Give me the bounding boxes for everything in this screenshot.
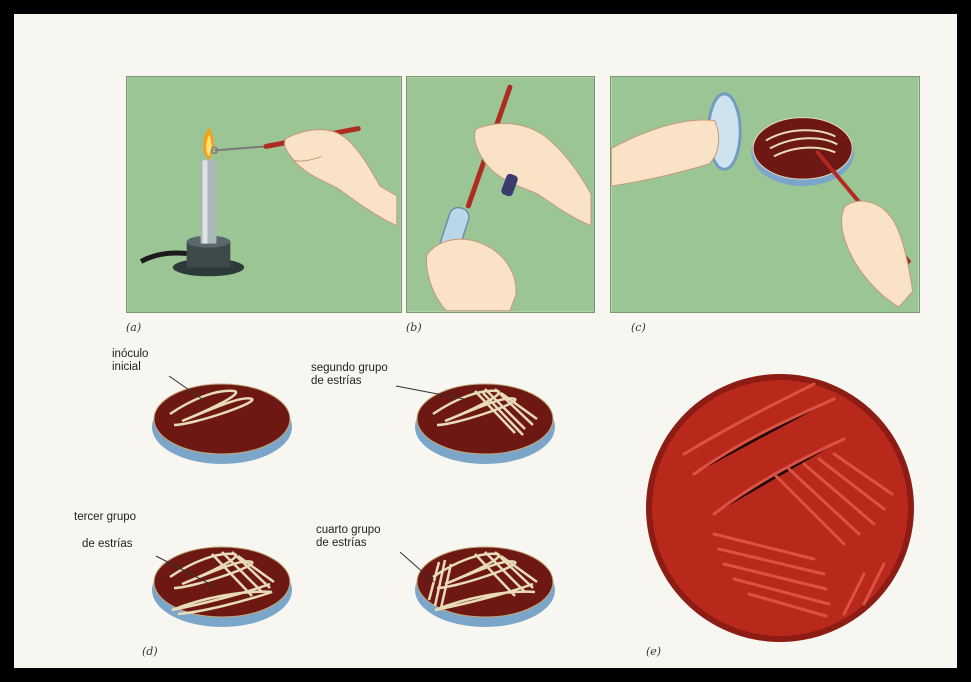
- plate-tercer-grupo: [152, 547, 292, 627]
- label-tercer-line1: tercer grupo: [74, 511, 136, 524]
- label-tercer-grupo: tercer grupo: [74, 511, 136, 524]
- label-tercer-grupo-line2: de estrías: [82, 538, 133, 551]
- label-inoculo-line1: inóculo: [112, 348, 148, 361]
- label-inoculo-line2: inicial: [112, 361, 148, 374]
- label-segundo-grupo: segundo grupo de estrías: [311, 362, 388, 388]
- label-segundo-line1: segundo grupo: [311, 362, 388, 375]
- caption-e: (e): [646, 645, 661, 658]
- plate-cuarto-grupo: [415, 547, 555, 627]
- label-inoculo-inicial: inóculo inicial: [112, 348, 148, 374]
- plate-inoculo-inicial: [152, 384, 292, 464]
- label-cuarto-grupo: cuarto grupo de estrías: [316, 524, 381, 550]
- label-tercer-line2: de estrías: [82, 538, 133, 551]
- photo-streaked-plate: [646, 374, 914, 642]
- label-cuarto-line2: de estrías: [316, 537, 381, 550]
- plate-segundo-grupo: [415, 384, 555, 464]
- caption-d: (d): [142, 645, 158, 658]
- streak-stages-diagram: [14, 14, 957, 668]
- label-segundo-line2: de estrías: [311, 375, 388, 388]
- label-cuarto-line1: cuarto grupo: [316, 524, 381, 537]
- figure-page: (a) (b): [14, 14, 957, 668]
